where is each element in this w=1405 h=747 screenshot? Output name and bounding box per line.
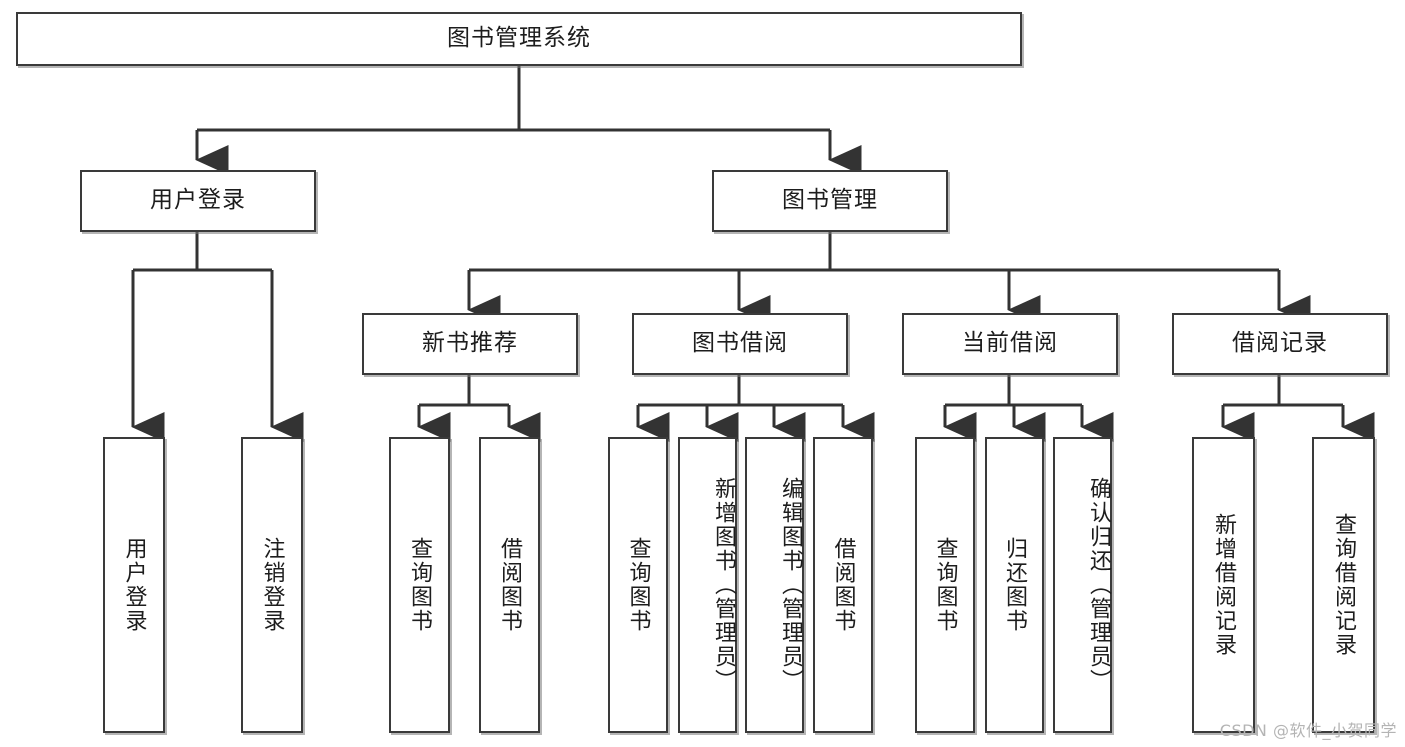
node-leaf-record-add-label: 新增借阅记录 (1211, 513, 1237, 657)
node-book-management[interactable]: 图书管理 (712, 170, 948, 232)
node-book-borrow-label: 图书借阅 (692, 330, 788, 357)
node-leaf-record-query-label: 查询借阅记录 (1331, 513, 1357, 657)
node-leaf-borrow-add-label: 新增图书（管理员） (711, 477, 736, 693)
node-user-login[interactable]: 用户登录 (80, 170, 316, 232)
node-leaf-borrow-lend-label: 借阅图书 (830, 537, 856, 633)
node-leaf-record-query[interactable]: 查询借阅记录 (1312, 437, 1375, 733)
node-leaf-current-confirm[interactable]: 确认归还（管理员） (1053, 437, 1112, 733)
node-leaf-borrow-query[interactable]: 查询图书 (608, 437, 668, 733)
node-leaf-user-login-logout-label: 注销登录 (259, 537, 285, 633)
node-leaf-user-login-login-label: 用户登录 (121, 537, 147, 633)
node-leaf-current-query-label: 查询图书 (932, 537, 958, 633)
node-leaf-newbook-borrow-label: 借阅图书 (497, 537, 523, 633)
node-book-borrow[interactable]: 图书借阅 (632, 313, 848, 375)
node-leaf-borrow-query-label: 查询图书 (625, 537, 651, 633)
node-leaf-borrow-edit[interactable]: 编辑图书（管理员） (745, 437, 804, 733)
node-leaf-current-query[interactable]: 查询图书 (915, 437, 975, 733)
node-new-book-recommend-label: 新书推荐 (422, 330, 518, 357)
node-leaf-newbook-query[interactable]: 查询图书 (389, 437, 450, 733)
node-leaf-borrow-add[interactable]: 新增图书（管理员） (678, 437, 737, 733)
node-user-login-label: 用户登录 (150, 187, 246, 214)
node-borrow-record[interactable]: 借阅记录 (1172, 313, 1388, 375)
node-leaf-newbook-borrow[interactable]: 借阅图书 (479, 437, 540, 733)
node-root-system-label: 图书管理系统 (447, 25, 591, 52)
node-leaf-current-confirm-label: 确认归还（管理员） (1086, 477, 1111, 693)
node-leaf-newbook-query-label: 查询图书 (407, 537, 433, 633)
watermark-text: CSDN @软件_小贺同学 (1219, 721, 1397, 740)
node-current-borrow-label: 当前借阅 (962, 330, 1058, 357)
node-book-management-label: 图书管理 (782, 187, 878, 214)
node-leaf-user-login-logout[interactable]: 注销登录 (241, 437, 303, 733)
node-leaf-current-return-label: 归还图书 (1002, 537, 1028, 633)
node-new-book-recommend[interactable]: 新书推荐 (362, 313, 578, 375)
node-leaf-borrow-edit-label: 编辑图书（管理员） (778, 477, 803, 693)
node-leaf-borrow-lend[interactable]: 借阅图书 (813, 437, 873, 733)
node-leaf-current-return[interactable]: 归还图书 (985, 437, 1044, 733)
node-current-borrow[interactable]: 当前借阅 (902, 313, 1118, 375)
node-leaf-record-add[interactable]: 新增借阅记录 (1192, 437, 1255, 733)
node-leaf-user-login-login[interactable]: 用户登录 (103, 437, 165, 733)
node-borrow-record-label: 借阅记录 (1232, 330, 1328, 357)
node-root-system[interactable]: 图书管理系统 (16, 12, 1022, 66)
